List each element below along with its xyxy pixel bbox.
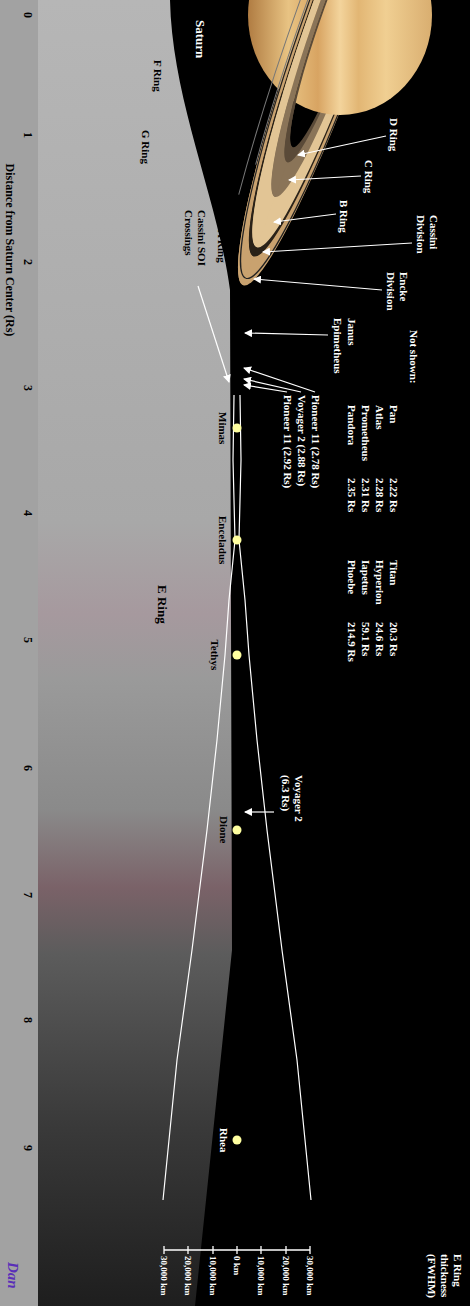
table-cell: 214.9 Rs	[345, 622, 358, 662]
axis-tick-label: 8	[21, 1017, 35, 1023]
axis-title: Distance from Saturn Center (Rs)	[3, 164, 17, 337]
e-ring-profile	[239, 395, 311, 1200]
planet-label: Saturn	[192, 20, 208, 58]
scale-label: 20,000 km	[183, 1256, 194, 1296]
axis-tick-label: 9	[21, 1145, 35, 1151]
spacecraft-label: Pioneer 11 (2.92 Rs)	[281, 395, 294, 488]
table-cell: 59.1 Rs	[359, 622, 372, 656]
saturn-rings-front	[203, 0, 436, 285]
axis-tick-label: 6	[21, 765, 35, 771]
saturn-rings	[211, 0, 469, 297]
spacecraft-label: Pioneer 11 (2.78 Rs)	[309, 395, 322, 488]
scale-label: 30,000 km	[159, 1256, 170, 1296]
moon-label: Rhea	[217, 1128, 230, 1152]
axis-tick-label: 1	[21, 132, 35, 138]
ring-label: E Ring	[154, 585, 170, 624]
table-cell: Prometheus	[359, 405, 372, 461]
saturn-planet	[248, 0, 432, 115]
scale-label: 0 km	[232, 1256, 243, 1275]
table-cell: Hyperion	[373, 560, 386, 605]
table-cell: 2.28 Rs	[373, 478, 386, 512]
table-cell: 24.6 Rs	[373, 622, 386, 656]
table-cell: 2.31 Rs	[359, 478, 372, 512]
table-cell: Iapetus	[359, 560, 372, 595]
table-cell: Pan	[387, 405, 400, 423]
ring-label: C Ring	[362, 160, 375, 193]
moon-label: Enceladus	[216, 516, 229, 564]
table-cell: Atlas	[373, 405, 386, 429]
moon-label: Janus	[345, 318, 358, 346]
ring-label: Cassini Division	[414, 215, 440, 267]
spacecraft-label: Cassini SOI Crossings	[182, 210, 208, 282]
axis-tick-label: 2	[21, 259, 35, 265]
ring-label: A Ring	[215, 230, 228, 263]
ring-label: Encke Division	[384, 272, 410, 324]
ring-label: B Ring	[337, 200, 350, 233]
scale-label: 10,000 km	[256, 1256, 267, 1296]
e-ring-profile	[163, 395, 235, 1200]
spacecraft-label: Voyager 2 (2.88 Rs)	[295, 395, 308, 486]
moon-dots	[233, 424, 242, 1145]
spacecraft-label: Voyager 2 (6.3 Rs)	[279, 775, 305, 835]
ring-label: G Ring	[139, 130, 152, 164]
ring-label: D Ring	[387, 118, 400, 151]
scale-bar	[164, 1246, 310, 1254]
table-cell: Titan	[387, 560, 400, 585]
axis-tick-label: 0	[21, 12, 35, 18]
moon-label: Dione	[217, 816, 230, 844]
axis-strip	[0, 0, 38, 1306]
table-cell: Phoebe	[345, 560, 358, 594]
table-cell: 2.35 Rs	[345, 478, 358, 512]
moon-label: Tethys	[208, 640, 221, 671]
axis-tick-label: 3	[21, 385, 35, 391]
table-cell: 20.3 Rs	[387, 622, 400, 656]
table-heading: Not shown:	[407, 330, 420, 383]
axis-tick-label: 5	[21, 637, 35, 643]
scale-label: 10,000 km	[208, 1256, 219, 1296]
axis-tick-label: 4	[21, 510, 35, 516]
watermark: Dan	[4, 1262, 22, 1289]
e-ring-region	[0, 0, 232, 1306]
table-cell: 2.22 Rs	[387, 478, 400, 512]
moon-label: Mimas	[216, 412, 229, 444]
moon-label: Epimetheus	[331, 318, 344, 374]
ring-label: F Ring	[151, 60, 164, 92]
scale-title: E Ring thickness (FWHM)	[424, 1254, 464, 1304]
axis-tick-label: 7	[21, 892, 35, 898]
table-cell: Pandora	[345, 405, 358, 445]
scale-label: 20,000 km	[281, 1256, 292, 1296]
scale-label: 30,000 km	[305, 1256, 316, 1296]
leader-arrows	[198, 136, 412, 812]
